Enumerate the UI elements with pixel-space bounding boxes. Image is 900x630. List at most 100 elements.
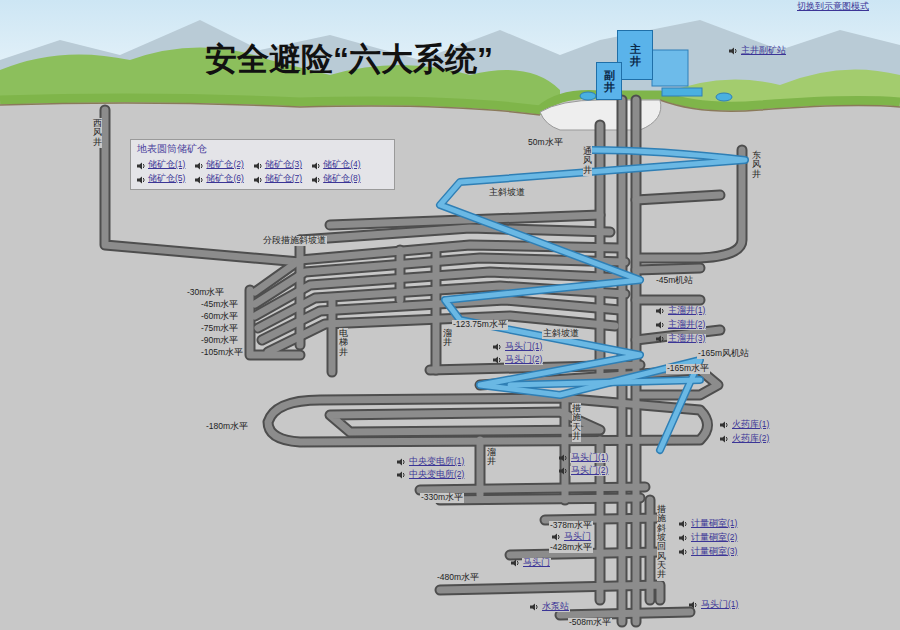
link-icon [552,533,561,541]
shaft-building: 副井 [596,62,622,100]
link-label: 马头门 [522,558,551,568]
level-label: -180m水平 [205,422,249,432]
label-slot: -378m水平 [549,521,593,531]
label-slot: -165m水平 [666,364,710,374]
label-slot: 火药库(2) [720,434,770,444]
label-slot: 溜井 [487,447,496,468]
level-label: -123.75m水平 [452,320,508,330]
storage-link: 储矿仓(8) [323,173,360,185]
level-label: 50m水平 [527,138,564,148]
level-label: -165m水平 [666,364,710,374]
storage-link: 储矿仓(3) [265,159,302,171]
link-icon [493,343,502,351]
label-slot: 主溜井(2) [656,320,706,330]
label-slot: -60m水平 [200,312,239,322]
label-slot: -45m机站 [655,276,694,286]
level-label: -428m水平 [549,543,593,553]
label-slot: 马头门(1) [493,342,543,352]
link-label: 主溜井(1) [667,306,706,316]
label-slot: -480m水平 [436,573,480,583]
level-label: -105m水平 [200,348,244,358]
level-label: -45m机站 [655,276,694,286]
level-label: -165m风机站 [697,349,750,359]
label-slot: 措施天井 [572,403,581,442]
storage-item: 储矿仓(3) [254,159,302,171]
link-label: 切换到示意图模式 [796,2,870,12]
storage-link: 储矿仓(6) [206,173,243,185]
link-icon [397,471,406,479]
label-slot: -105m水平 [200,348,244,358]
panel-heading: 地表圆筒储矿仓 [137,143,388,156]
link-icon [312,176,321,184]
storage-link: 储矿仓(1) [148,159,185,171]
storage-item: 储矿仓(2) [195,159,243,171]
storage-list: 储矿仓(1) 储矿仓(2) 储矿仓(3) 储矿仓(4) 储矿仓(5) 储矿仓(6) 储矿仓(… [137,159,388,185]
link-label: 马头门(1) [700,600,739,610]
level-label: -480m水平 [436,573,480,583]
link-icon [720,421,729,429]
level-label: -60m水平 [200,312,239,322]
storage-panel: 地表圆筒储矿仓储矿仓(1)储矿仓(2)储矿仓(3)储矿仓(4)储矿仓(5)储矿仓… [130,139,395,190]
storage-link: 储矿仓(2) [206,159,243,171]
label-slot: 马头门 [552,532,592,542]
label-slot: 主溜井(1) [656,306,706,316]
level-label: -508m水平 [568,618,612,628]
level-label: -330m水平 [420,493,464,503]
label-slot: 马头门 [511,558,551,568]
level-label: -378m水平 [549,521,593,531]
link-label: 马头门(2) [504,355,543,365]
shaft-label: 溜井 [487,447,496,468]
level-label: 主斜坡道 [488,188,526,198]
label-slot: 主井副矿站 [729,46,787,56]
link-icon [254,162,263,170]
link-icon [656,335,665,343]
label-slot: 主斜坡道 [542,329,580,339]
shaft-building: 主井 [617,30,653,80]
label-slot: -45m水平 [200,300,239,310]
link-label: 马头门 [563,532,592,542]
label-slot: 中央变电所(2) [397,470,465,480]
label-slot: 西风井 [93,118,102,148]
label-slot: -165m风机站 [697,349,750,359]
storage-item: 储矿仓(8) [312,173,360,185]
label-slot: 火药库(1) [720,420,770,430]
storage-link: 储矿仓(4) [323,159,360,171]
link-icon [720,435,729,443]
link-icon [254,176,263,184]
link-label: 计量硐室(1) [690,519,738,529]
link-icon [559,467,568,475]
label-slot: 马头门(2) [493,355,543,365]
link-label: 马头门(2) [570,466,609,476]
link-label: 主溜井(3) [667,334,706,344]
label-slot: 切换到示意图模式 [796,2,870,12]
label-slot: 水泵站 [530,602,570,612]
storage-link: 储矿仓(5) [148,173,185,185]
label-slot: 电梯井 [339,328,348,358]
label-slot: -428m水平 [549,543,593,553]
link-icon [195,162,204,170]
link-label: 主溜井(2) [667,320,706,330]
label-slot: 溜井 [443,328,452,349]
link-icon [679,548,688,556]
link-icon [679,534,688,542]
link-label: 中央变电所(2) [408,470,465,480]
shaft-label: 电梯井 [339,328,348,358]
label-slot: 主斜坡道 [488,188,526,198]
link-label: 中央变电所(1) [408,457,465,467]
label-slot: 计量硐室(1) [679,519,738,529]
label-slot: -30m水平 [186,288,225,298]
link-label: 马头门(1) [570,453,609,463]
link-label: 主井副矿站 [740,46,787,56]
shaft-label: 东风井 [752,150,761,180]
link-icon [137,176,146,184]
storage-item: 储矿仓(6) [195,173,243,185]
link-icon [656,321,665,329]
link-label: 计量硐室(3) [690,547,738,557]
shaft-label: 溜井 [443,328,452,349]
label-slot: 马头门(1) [689,600,739,610]
link-icon [729,47,738,55]
link-icon [511,559,520,567]
link-label: 火药库(2) [731,434,770,444]
building-name: 主井 [630,42,641,68]
